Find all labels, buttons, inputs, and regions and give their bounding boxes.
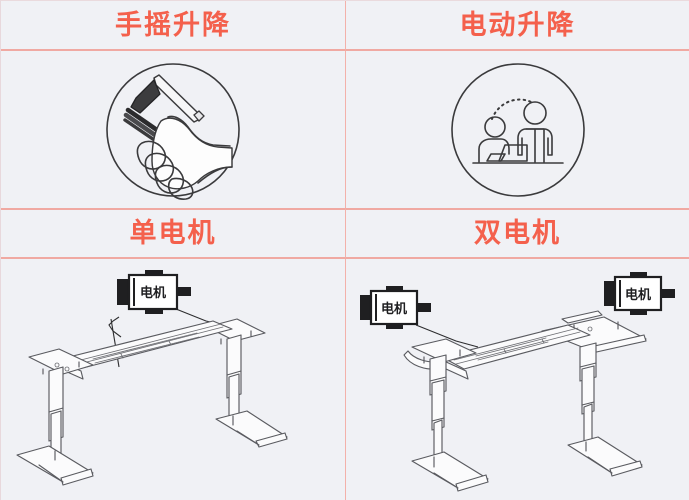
sit-stand-icon-wrap: [346, 51, 689, 208]
motor-label-single: 电机: [117, 270, 191, 314]
single-motor-desk-frame-wrap: 电机: [1, 259, 345, 500]
header-label-dual-motor: 双电机: [474, 218, 561, 248]
hand-crank-icon-wrap: [1, 51, 345, 208]
header-label-electric: 电动升降: [459, 9, 576, 40]
header-label-single-motor: 单电机: [129, 218, 217, 248]
illustration-cell-electric: [346, 51, 689, 208]
motor-label-dual-right: 电机: [604, 272, 675, 315]
dual-motor-desk-frame-wrap: 电机 电机: [346, 259, 689, 500]
motor-label-dual-left: 电机: [360, 286, 431, 329]
motor-label-text-left: 电机: [381, 301, 407, 316]
header-cell-single-motor: 单电机: [1, 208, 346, 259]
dual-motor-desk-frame: 电机 电机: [360, 272, 675, 492]
illustration-cell-hand-crank: [1, 51, 346, 208]
hand-crank-icon: [106, 62, 240, 200]
sit-stand-icon: [450, 62, 585, 197]
header-cell-dual-motor: 双电机: [346, 208, 689, 259]
motor-label-text: 电机: [140, 285, 166, 300]
header-cell-electric: 电动升降: [346, 1, 689, 51]
header-label-hand-crank: 手摇升降: [115, 9, 231, 40]
illustration-cell-single-motor: 电机: [1, 259, 346, 500]
header-cell-hand-crank: 手摇升降: [1, 1, 346, 51]
single-motor-desk-frame: 电机: [16, 270, 288, 486]
illustration-cell-dual-motor: 电机 电机: [346, 259, 689, 500]
motor-label-text-right: 电机: [625, 287, 651, 302]
